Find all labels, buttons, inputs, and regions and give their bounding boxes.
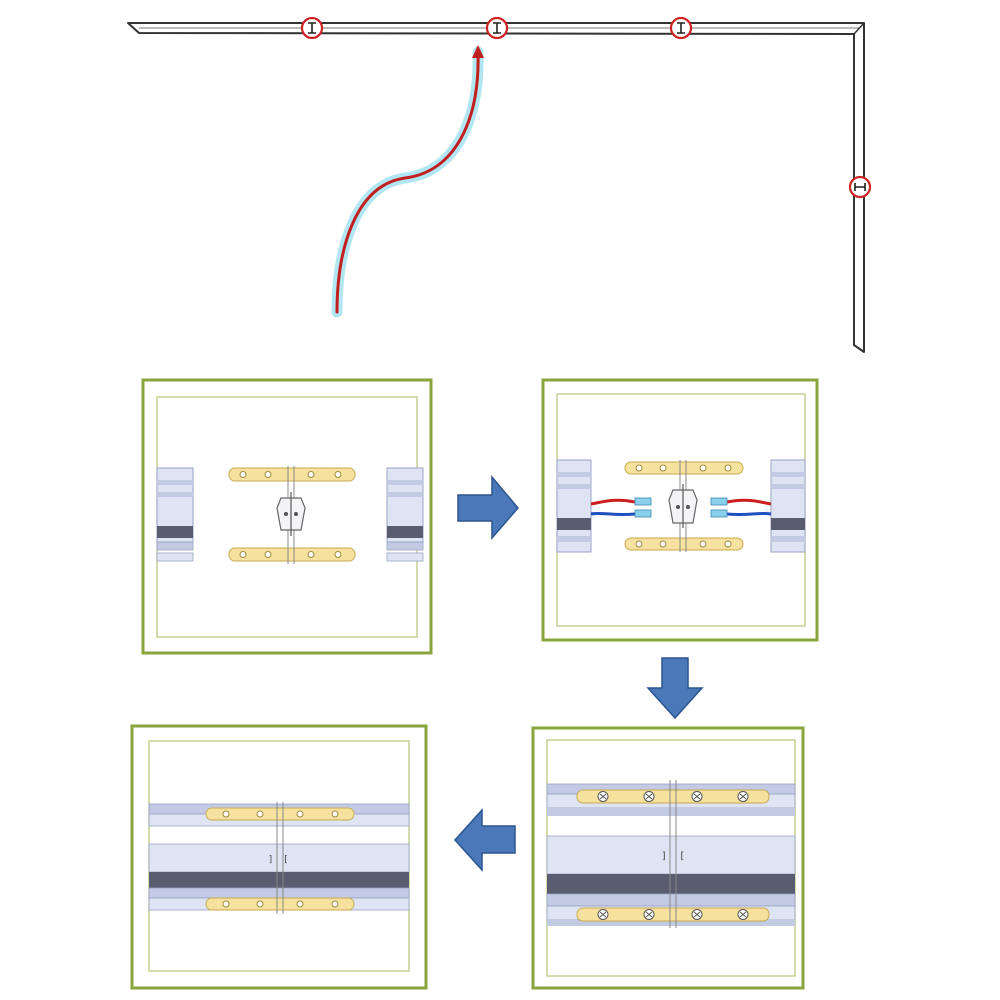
rail-end-left <box>156 467 194 562</box>
rail-end-right <box>386 467 424 562</box>
joint-connector <box>668 460 698 552</box>
route-line <box>335 50 480 314</box>
mounting-bracket-bottom <box>624 537 744 551</box>
svg-text:[: [ <box>679 851 685 862</box>
joint-marker-3 <box>669 16 693 40</box>
flow-arrow-left <box>453 808 516 872</box>
rail-end-left <box>556 459 592 553</box>
mounting-bracket-top <box>624 461 744 475</box>
joint-icon <box>308 22 316 34</box>
joint-seam <box>669 780 677 928</box>
step-panel-1 <box>141 378 433 655</box>
flow-arrow-down <box>646 657 704 720</box>
joint-marker-2 <box>485 16 509 40</box>
flow-arrow-right <box>457 474 519 541</box>
joint-marker-1 <box>300 16 324 40</box>
joint-connector <box>276 466 306 564</box>
step-panel-2 <box>541 378 819 642</box>
route-glow <box>331 46 484 318</box>
rail-end-right <box>770 459 806 553</box>
step-panel-3: ] [ <box>531 726 805 990</box>
mounting-bracket-bottom <box>228 547 356 562</box>
mounting-bracket-bottom <box>205 897 355 911</box>
joint-icon <box>493 22 501 34</box>
mounting-bracket-bottom <box>576 907 770 922</box>
joined-rail: ] [ <box>546 783 796 926</box>
joint-seam <box>276 802 284 914</box>
joint-icon <box>677 22 685 34</box>
joint-marker-4 <box>848 175 872 199</box>
svg-text:]: ] <box>661 851 667 862</box>
track-outline <box>127 22 865 353</box>
svg-text:[: [ <box>283 855 288 865</box>
wires-right <box>710 497 772 518</box>
track-corner-miter <box>853 22 865 35</box>
route-arrowhead <box>472 45 484 58</box>
joint-icon <box>854 183 866 191</box>
mounting-bracket-top <box>576 789 770 804</box>
track-overview <box>127 16 872 353</box>
mounting-bracket-top <box>205 807 355 821</box>
svg-text:]: ] <box>268 855 273 865</box>
step-panel-4: ] [ <box>130 724 428 990</box>
mounting-bracket-top <box>228 467 356 482</box>
wires-left <box>590 497 652 518</box>
